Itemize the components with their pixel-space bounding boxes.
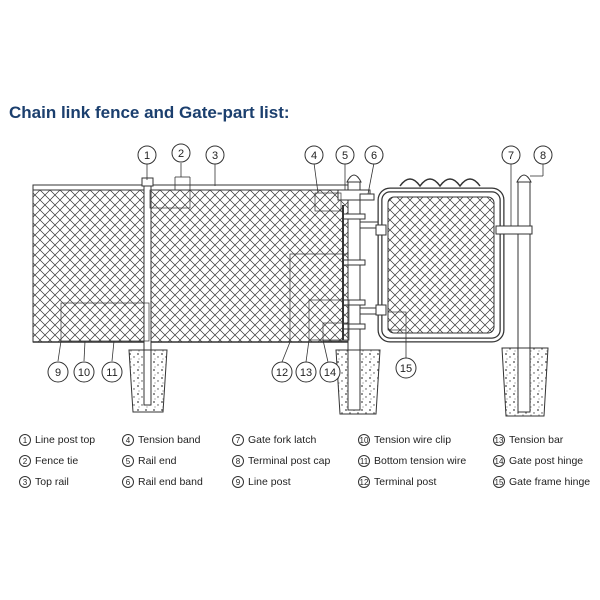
svg-text:9: 9 <box>55 367 61 379</box>
gate-top-wire <box>399 178 481 188</box>
svg-text:8: 8 <box>540 150 546 162</box>
callout-10: 10 <box>73 361 95 383</box>
legend-item-2: 2 Fence tie <box>19 455 78 467</box>
legend-number: 6 <box>122 476 134 488</box>
callout-15: 15 <box>395 357 417 379</box>
legend-item-8: 8 Terminal post cap <box>232 455 330 467</box>
legend-item-7: 7 Gate fork latch <box>232 434 316 446</box>
legend-item-13: 13 Tension bar <box>493 434 563 446</box>
legend-number: 2 <box>19 455 31 467</box>
legend-label: Tension bar <box>509 434 564 446</box>
svg-text:12: 12 <box>276 367 288 379</box>
legend-label: Gate fork latch <box>248 434 317 446</box>
svg-text:10: 10 <box>78 367 90 379</box>
diagram-title: Chain link fence and Gate-part list: <box>9 103 290 122</box>
svg-text:6: 6 <box>371 150 377 162</box>
fence-mesh <box>32 187 356 343</box>
legend-label: Top rail <box>35 476 69 488</box>
callout-1: 1 <box>137 145 157 165</box>
callout-11: 11 <box>101 361 123 383</box>
legend-number: 8 <box>232 455 244 467</box>
legend-label: Tension band <box>138 434 201 446</box>
legend-item-4: 4 Tension band <box>122 434 200 446</box>
legend-label: Tension wire clip <box>374 434 452 446</box>
legend-number: 14 <box>493 455 505 467</box>
legend-label: Line post top <box>35 434 96 446</box>
top-rail <box>32 184 356 191</box>
callout-9: 9 <box>47 361 69 383</box>
legend-label: Gate frame hinge <box>509 476 591 488</box>
line-post-top <box>141 177 154 187</box>
callout-2: 2 <box>171 143 191 163</box>
svg-text:7: 7 <box>508 150 514 162</box>
legend-item-10: 10 Tension wire clip <box>358 434 451 446</box>
legend-number: 5 <box>122 455 134 467</box>
legend-label: Rail end <box>138 455 177 467</box>
callout-12: 12 <box>271 361 293 383</box>
legend-label: Gate post hinge <box>509 455 584 467</box>
legend-item-12: 12 Terminal post <box>358 476 436 488</box>
legend-number: 11 <box>358 455 370 467</box>
legend-label: Rail end band <box>138 476 203 488</box>
gate-frame-inner <box>378 188 504 342</box>
callout-4: 4 <box>304 145 324 165</box>
legend-label: Terminal post <box>374 476 437 488</box>
legend-number: 10 <box>358 434 370 446</box>
legend-number: 12 <box>358 476 370 488</box>
callout-5: 5 <box>335 145 355 165</box>
legend-item-15: 15 Gate frame hinge <box>493 476 590 488</box>
callout-14: 14 <box>319 361 341 383</box>
legend-item-9: 9 Line post <box>232 476 291 488</box>
svg-text:1: 1 <box>144 150 150 162</box>
legend-label: Fence tie <box>35 455 79 467</box>
legend-number: 3 <box>19 476 31 488</box>
legend-number: 9 <box>232 476 244 488</box>
legend-number: 4 <box>122 434 134 446</box>
svg-text:5: 5 <box>342 150 348 162</box>
callout-3: 3 <box>205 145 225 165</box>
callout-markers: 1 2 3 4 5 6 7 8 9 10 11 12 13 14 15 <box>47 143 553 383</box>
legend-number: 13 <box>493 434 505 446</box>
legend-label: Terminal post cap <box>248 455 331 467</box>
svg-text:14: 14 <box>324 367 336 379</box>
legend-label: Line post <box>248 476 291 488</box>
legend-number: 1 <box>19 434 31 446</box>
legend-number: 7 <box>232 434 244 446</box>
callout-13: 13 <box>295 361 317 383</box>
svg-text:2: 2 <box>178 148 184 160</box>
legend-item-3: 3 Top rail <box>19 476 69 488</box>
rail-end-band <box>359 193 375 201</box>
callout-6: 6 <box>364 145 384 165</box>
svg-text:15: 15 <box>400 363 412 375</box>
svg-text:4: 4 <box>311 150 317 162</box>
gate-frame-hinges <box>375 224 387 316</box>
svg-text:11: 11 <box>106 367 117 379</box>
svg-text:13: 13 <box>300 367 312 379</box>
gate-mesh <box>387 196 495 334</box>
legend-number: 15 <box>493 476 505 488</box>
callout-7: 7 <box>501 145 521 165</box>
fence-diagram: 1 2 3 4 5 6 7 8 9 10 11 12 13 14 15 <box>32 143 553 417</box>
legend-item-6: 6 Rail end band <box>122 476 203 488</box>
legend-item-1: 1 Line post top <box>19 434 95 446</box>
callout-8: 8 <box>533 145 553 165</box>
gate-fork-latch <box>495 225 533 235</box>
legend-label: Bottom tension wire <box>374 455 467 467</box>
parts-legend: 1 Line post top 2 Fence tie 3 Top rail 4 Tensio… <box>0 430 600 500</box>
terminal-post-cap <box>346 174 362 183</box>
legend-item-14: 14 Gate post hinge <box>493 455 583 467</box>
legend-item-11: 11 Bottom tension wire <box>358 455 466 467</box>
svg-text:3: 3 <box>212 150 218 162</box>
legend-item-5: 5 Rail end <box>122 455 177 467</box>
